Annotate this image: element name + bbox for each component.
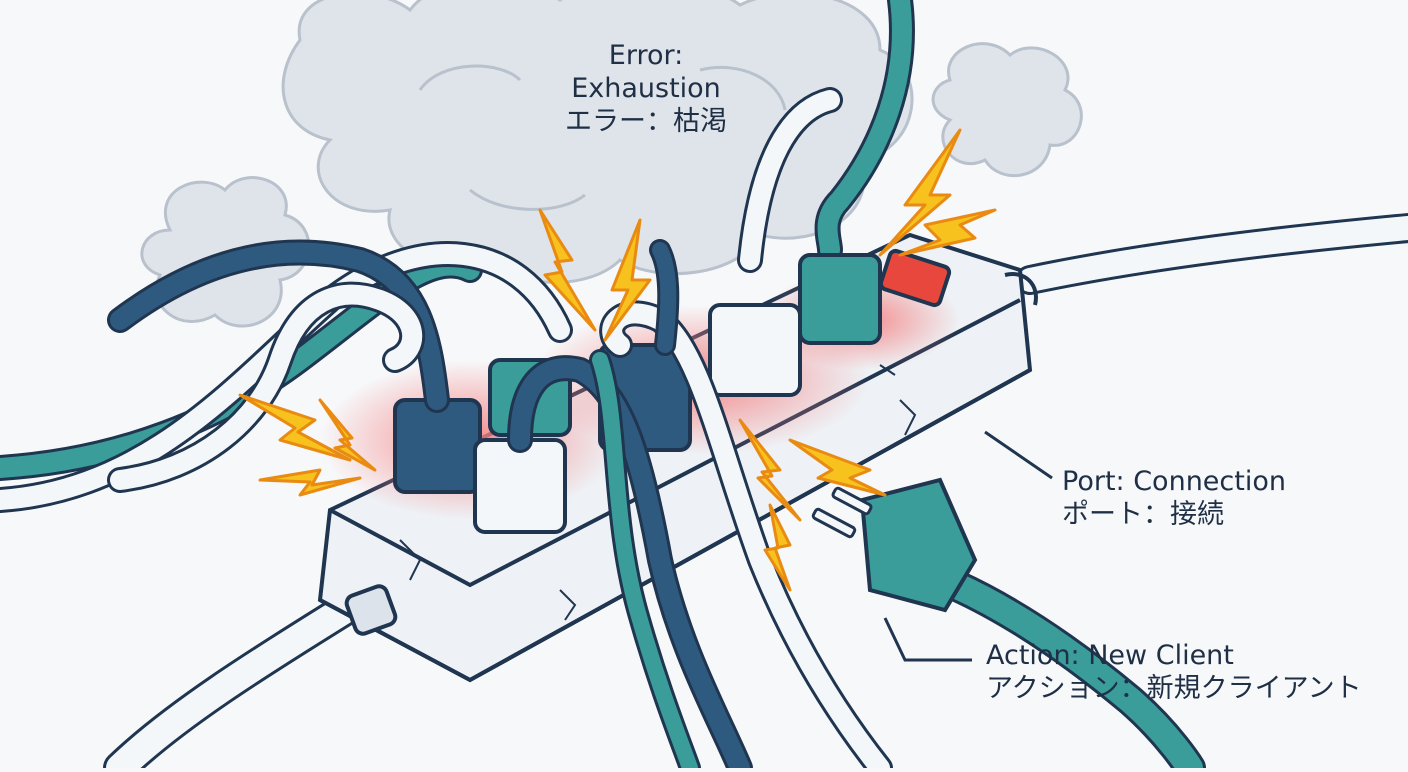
lightning-spark-icon [238, 128, 997, 592]
port-connection-label: Port: Connection ポート：接続 [1062, 466, 1286, 532]
action-leader-line [883, 617, 972, 662]
error-exhaustion-label: Error: Exhaustion エラー：枯渇 [548, 40, 744, 139]
port-label-en: Port: Connection [1062, 466, 1286, 497]
cable-icon [107, 239, 893, 772]
strip-cord-icon [344, 584, 398, 636]
crack-icon [879, 364, 896, 376]
error-label-en-line1: Error: [608, 40, 684, 71]
crack-icon [899, 399, 917, 436]
action-new-client-label: Action: New Client アクション：新規クライアント [986, 640, 1362, 706]
error-label-ja: エラー：枯渇 [565, 105, 727, 137]
action-label-en: Action: New Client [986, 640, 1234, 671]
crack-icon [559, 589, 577, 621]
power-switch-icon [878, 248, 952, 308]
smoke-cloud-right-icon [931, 42, 1083, 177]
action-label-ja: アクション：新規クライアント [986, 672, 1362, 704]
error-label-en-line2: Exhaustion [571, 72, 721, 104]
new-client-plug-icon [811, 477, 1206, 772]
crack-icon [399, 539, 422, 581]
port-label-ja: ポート：接続 [1062, 498, 1224, 530]
port-leader-line [984, 430, 1053, 480]
